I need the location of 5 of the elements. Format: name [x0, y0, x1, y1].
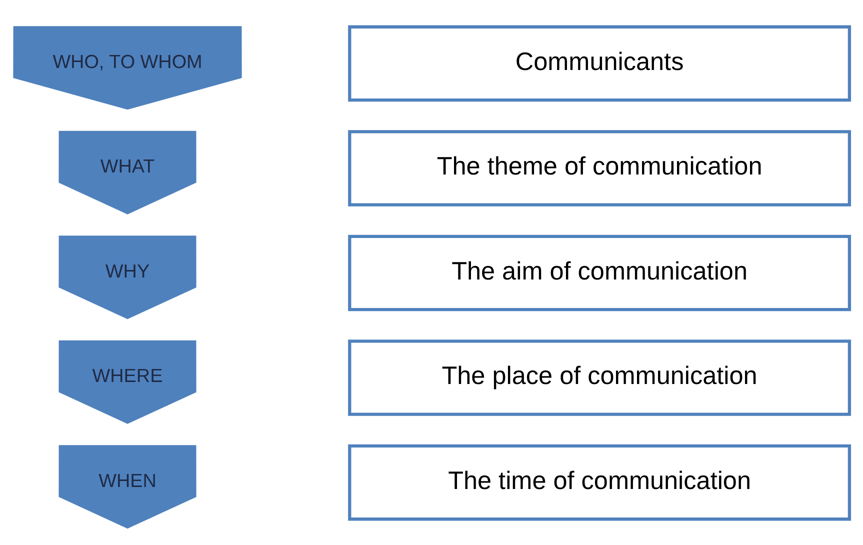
node-box: The aim of communication — [348, 234, 852, 311]
node-box: The time of communication — [348, 444, 852, 520]
node-box: Communicants — [348, 24, 852, 102]
node-box: The theme of communication — [348, 130, 852, 206]
node-box: The place of communication — [348, 339, 852, 416]
